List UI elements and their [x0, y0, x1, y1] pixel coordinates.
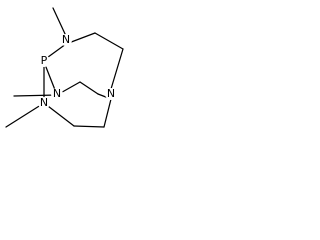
bond-methyl-n-bottom: [5, 102, 45, 128]
atom-labels: N P N N N: [38, 33, 117, 109]
bond-methyl-n-top: [52, 7, 67, 37]
atom-mask-n-middle: [51, 88, 63, 100]
atom-label-p: P: [41, 54, 48, 67]
bond-n-bottom-ch2-e: [43, 102, 75, 127]
bond-ch2-a-ch2-b: [94, 32, 124, 50]
bond-lines: [5, 7, 124, 128]
bond-methyl-n-middle: [13, 94, 58, 97]
bond-ch2-c-ch2-d: [79, 81, 99, 95]
atom-mask-n-bridgehead: [105, 88, 117, 100]
bond-ch2-b-n-bridgehead: [110, 48, 124, 90]
bond-ch2-e-ch2-f: [73, 125, 105, 128]
bond-ch2-f-n-bridgehead: [103, 98, 112, 128]
atom-mask-p: [38, 55, 50, 67]
atom-label-n-bridgehead: N: [107, 87, 115, 100]
atom-mask-n-top: [60, 34, 72, 46]
molecular-structure-diagram: N P N N N: [5, 7, 124, 128]
atom-mask-n-bottom: [38, 97, 50, 109]
atom-label-n-bottom: N: [40, 96, 48, 109]
atom-label-n-middle: N: [53, 87, 61, 100]
atom-label-n-top: N: [62, 33, 70, 46]
